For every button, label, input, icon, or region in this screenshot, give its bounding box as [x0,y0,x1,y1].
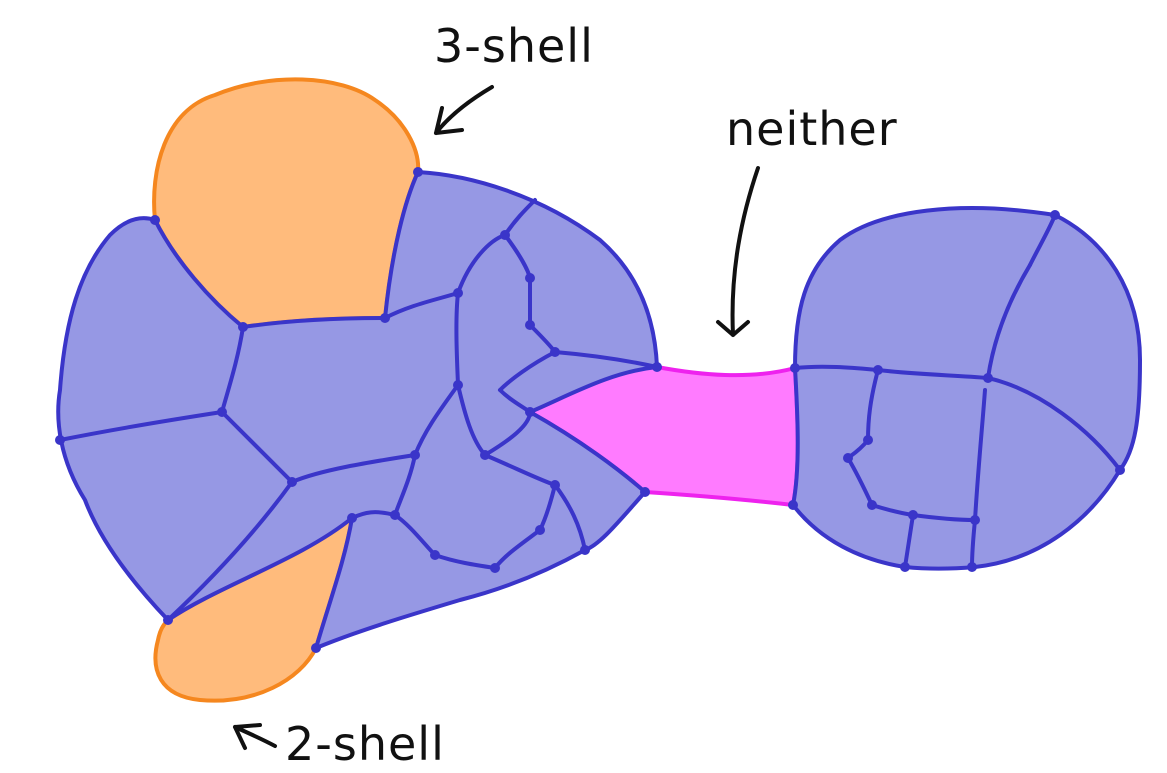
vertex-dot [867,500,877,510]
vertex-dot [967,562,977,572]
vertex-dot [1050,210,1060,220]
vertex-dot [150,215,160,225]
vertex-dot [873,365,883,375]
vertex-dot [863,435,873,445]
vertex-dot [500,230,510,240]
vertex-dot [983,373,993,383]
vertex-dot [311,643,321,653]
vertex-dot [453,380,463,390]
vertex-dot [525,273,535,283]
vertex-dot [430,550,440,560]
vertex-dot [900,562,910,572]
neither-label: neither [726,102,898,156]
vertex-dot [55,435,65,445]
vertex-dot [1115,465,1125,475]
three-shell-arrow [434,85,494,135]
graph-vertices [55,167,1125,653]
vertex-dot [238,322,248,332]
vertex-dot [908,510,918,520]
vertex-dot [490,563,500,573]
vertex-dot [580,545,590,555]
vertex-dot [970,515,980,525]
vertex-dot [217,407,227,417]
three-shell-label: 3-shell [434,19,594,73]
right-blue-region [791,206,1142,571]
vertex-dot [390,510,400,520]
two-shell-arrow [233,723,277,750]
vertex-dot [535,525,545,535]
vertex-dot [790,363,800,373]
two-shell-label: 2-shell [285,717,445,771]
vertex-dot [410,450,420,460]
vertex-dot [652,362,662,372]
vertex-dot [347,513,357,523]
vertex-dot [163,615,173,625]
vertex-dot [640,487,650,497]
vertex-dot [550,347,560,357]
vertex-dot [413,167,423,177]
vertex-dot [788,500,798,510]
vertex-dot [550,480,560,490]
right-region-internal-edges [793,213,1122,569]
vertex-dot [380,313,390,323]
vertex-dot [525,407,535,417]
vertex-dot [480,450,490,460]
neither-arrow [716,166,760,337]
vertex-dot [287,477,297,487]
vertex-dot [453,288,463,298]
vertex-dot [525,320,535,330]
vertex-dot [843,453,853,463]
